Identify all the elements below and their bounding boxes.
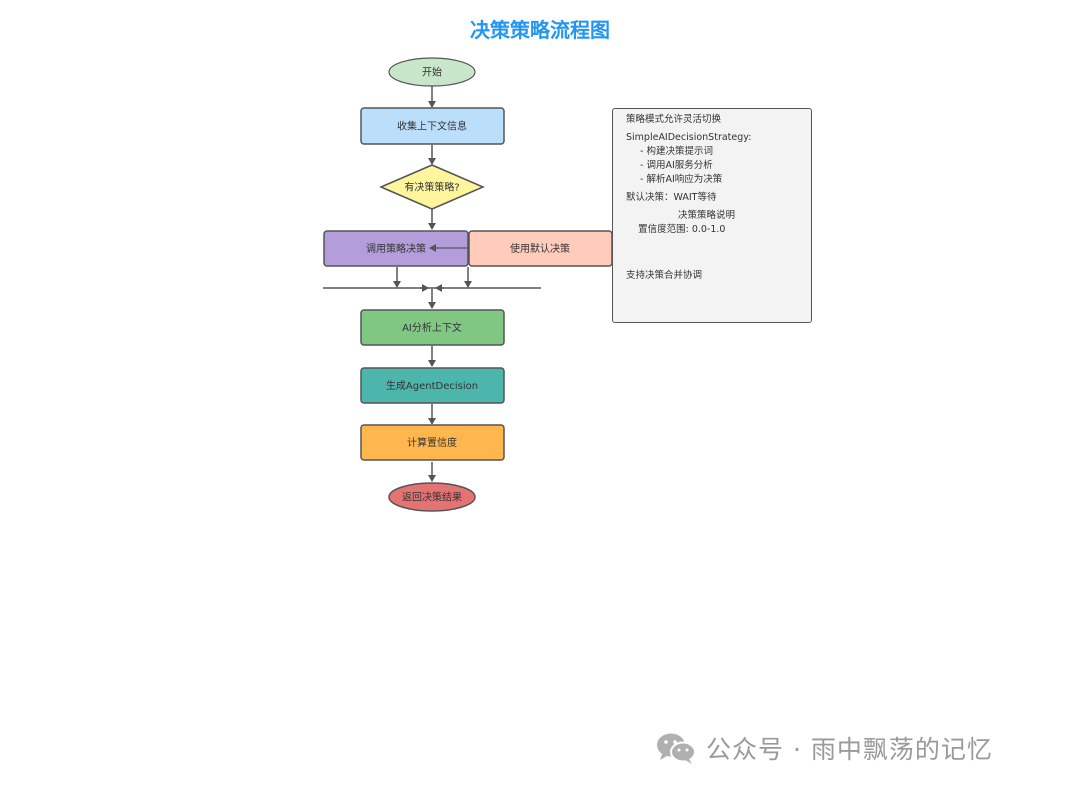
note-line: 支持决策合并协调 (626, 270, 703, 281)
wechat-icon (657, 733, 696, 764)
node-confidence-label: 计算置信度 (407, 436, 457, 449)
node-start: 开始 (388, 57, 476, 87)
note-line: SimpleAIDecisionStrategy: (626, 132, 752, 143)
node-generate-label: 生成AgentDecision (386, 379, 478, 392)
node-decision-label: 有决策策略? (404, 181, 459, 194)
note-line: 策略模式允许灵活切换 (626, 114, 722, 125)
node-generate: 生成AgentDecision (360, 367, 505, 404)
node-default-decision-label: 使用默认决策 (510, 242, 570, 255)
note-line: - 调用AI服务分析 (640, 160, 713, 171)
node-collect-label: 收集上下文信息 (397, 120, 467, 133)
connectors (323, 86, 541, 482)
node-collect: 收集上下文信息 (360, 107, 505, 145)
note-line: - 解析AI响应为决策 (640, 174, 723, 185)
node-end: 返回决策结果 (388, 482, 476, 512)
note-title-overlap: 决策策略说明 (678, 210, 736, 221)
strategy-note: 策略模式允许灵活切换 SimpleAIDecisionStrategy: - 构… (612, 108, 812, 323)
node-ai-analyze: AI分析上下文 (360, 309, 505, 346)
node-ai-analyze-label: AI分析上下文 (402, 321, 462, 334)
note-line: 默认决策：WAIT等待 (626, 192, 717, 203)
node-start-label: 开始 (422, 66, 442, 79)
note-line: - 构建决策提示词 (640, 146, 713, 157)
node-confidence: 计算置信度 (360, 424, 505, 461)
node-call-strategy: 调用策略决策 (323, 230, 469, 267)
node-decision: 有决策策略? (379, 164, 485, 210)
diagram-title: 决策策略流程图 (470, 18, 610, 42)
note-line7: 置信度范围: 0.0-1.0 (638, 224, 726, 235)
node-default-decision: 使用默认决策 (468, 230, 613, 267)
node-call-strategy-label: 调用策略决策 (366, 242, 426, 255)
watermark: 公众号 · 雨中飘荡的记忆 (654, 730, 993, 766)
node-end-label: 返回决策结果 (402, 491, 462, 504)
note-line: 置信度范围: 0.0-1.0 决策策略说明 (626, 209, 811, 265)
watermark-text: 公众号 · 雨中飘荡的记忆 (706, 735, 993, 764)
